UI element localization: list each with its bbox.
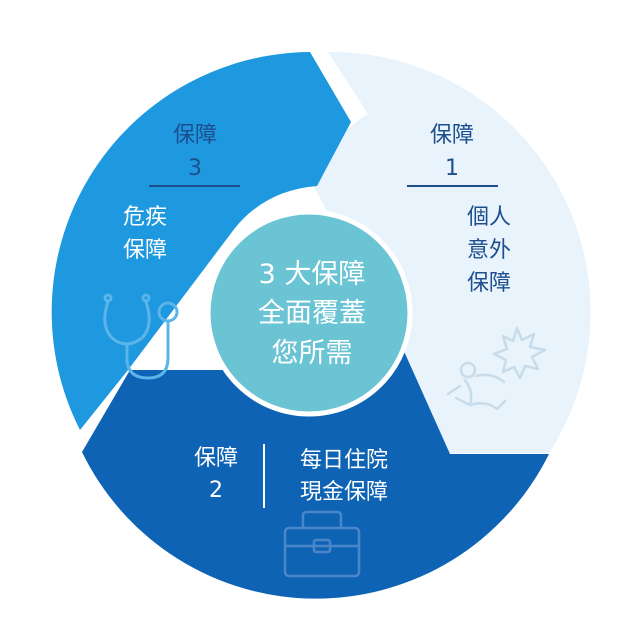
segment-3-labels: 保障 3 危疾 保障 [123, 123, 240, 263]
segment-1-desc-3: 保障 [467, 271, 511, 296]
segment-3-desc-1: 危疾 [123, 205, 167, 230]
segment-2-labels: 保障 2 每日住院 現金保障 [194, 444, 388, 508]
suitcase-icon [283, 510, 361, 578]
segment-2-desc-1: 每日住院 [300, 448, 388, 473]
segment-2-label: 保障 [194, 446, 238, 471]
segment-1-desc-2: 意外 [467, 238, 511, 263]
segment-2 [82, 340, 549, 599]
segment-1 [312, 51, 591, 453]
segment-3-number: 3 [188, 156, 202, 181]
segment-3-desc-2: 保障 [123, 238, 167, 263]
accident-icon [446, 326, 547, 411]
segment-3 [51, 52, 352, 430]
segment-1-labels: 保障 1 個人 意外 保障 [407, 123, 511, 296]
segment-1-desc-1: 個人 [467, 205, 511, 230]
segment-3-label: 保障 [173, 123, 217, 148]
segment-2-desc-2: 現金保障 [300, 480, 388, 505]
center-text-line-1: 3 大保障 [259, 259, 366, 290]
segment-1-label: 保障 [430, 123, 474, 148]
stethoscope-icon [103, 293, 179, 380]
center-text-line-2: 全面覆蓋 [258, 298, 366, 329]
segment-1-number: 1 [445, 156, 459, 181]
center-circle [205, 209, 413, 417]
segment-2-number: 2 [209, 478, 223, 503]
center-text-line-3: 您所需 [272, 338, 353, 369]
